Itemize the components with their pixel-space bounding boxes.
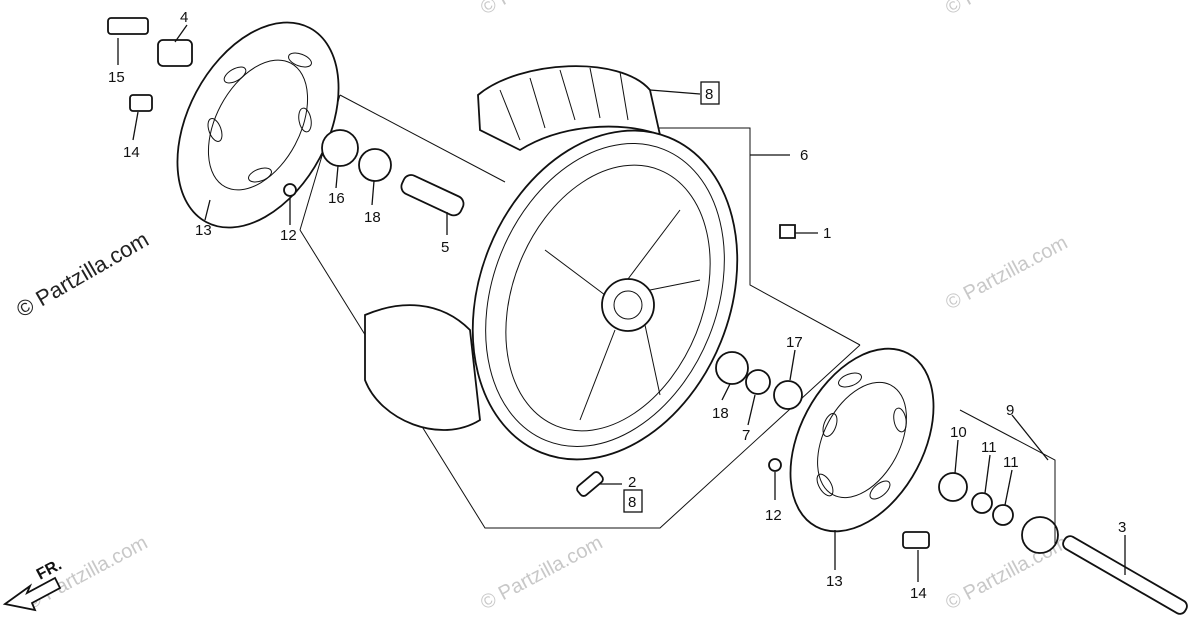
callout-11-b: 11 xyxy=(1003,454,1019,471)
callout-14-b: 14 xyxy=(910,585,927,602)
callout-13-a: 13 xyxy=(195,222,212,239)
callout-8-b: 8 xyxy=(628,494,636,511)
callout-17: 17 xyxy=(786,334,803,351)
bolt-14-left xyxy=(129,94,153,112)
leader-lines xyxy=(117,24,1126,582)
callout-6: 6 xyxy=(800,147,808,164)
watermark-text: © Partzilla.com xyxy=(942,232,1071,315)
callout-3: 3 xyxy=(1118,519,1126,536)
callout-12-b: 12 xyxy=(765,507,782,524)
brake-disc-left xyxy=(176,21,340,229)
callout-16: 16 xyxy=(328,190,345,207)
callout-1: 1 xyxy=(823,225,831,242)
callout-18-a: 18 xyxy=(364,209,381,226)
watermark-text: © Partzilla.com xyxy=(477,0,606,19)
seal-17 xyxy=(773,380,803,410)
callout-5: 5 xyxy=(441,239,449,256)
callout-10: 10 xyxy=(950,424,967,441)
callout-13-b: 13 xyxy=(826,573,843,590)
gear-10 xyxy=(938,472,968,502)
brake-disc-right xyxy=(789,347,935,533)
watermark-text-prominent: © Partzilla.com xyxy=(12,227,153,323)
front-arrow-icon xyxy=(2,576,62,612)
callout-labels: 1 2 3 4 5 6 7 8 8 9 10 11 11 12 12 13 13… xyxy=(108,9,1126,602)
tire-section-top xyxy=(477,65,662,152)
watermark-text: © Partzilla.com xyxy=(942,0,1071,19)
tire-section-lower xyxy=(364,304,481,431)
boxed-callout-frame xyxy=(700,81,720,105)
callout-8-a: 8 xyxy=(705,86,713,103)
seal-11-b xyxy=(992,504,1014,526)
callout-11-a: 11 xyxy=(981,439,997,456)
spacer-5 xyxy=(400,174,465,217)
wheel-rim xyxy=(471,129,739,461)
collar-4 xyxy=(157,39,193,67)
bearing-18-left xyxy=(358,148,392,182)
bearing-18-right xyxy=(715,351,749,385)
callout-2: 2 xyxy=(628,474,636,491)
callout-18-b: 18 xyxy=(712,405,729,422)
retainer-7 xyxy=(745,369,771,395)
boxed-callout-frame xyxy=(623,489,643,513)
washer-12-right xyxy=(768,458,782,472)
callout-4: 4 xyxy=(180,9,188,26)
callout-7: 7 xyxy=(742,427,750,444)
gearbox-9 xyxy=(1021,516,1059,554)
callout-15: 15 xyxy=(108,69,125,86)
clip-1 xyxy=(779,224,796,239)
watermark-text: © Partzilla.com xyxy=(477,532,606,615)
seal-11-a xyxy=(971,492,993,514)
callout-9: 9 xyxy=(1006,402,1014,419)
callout-12-a: 12 xyxy=(280,227,297,244)
bolt-15 xyxy=(107,17,149,35)
bolt-14-right xyxy=(902,531,930,549)
callout-14-a: 14 xyxy=(123,144,140,161)
valve-2 xyxy=(576,471,604,497)
washer-12-left xyxy=(283,183,297,197)
bearing-16 xyxy=(321,129,359,167)
